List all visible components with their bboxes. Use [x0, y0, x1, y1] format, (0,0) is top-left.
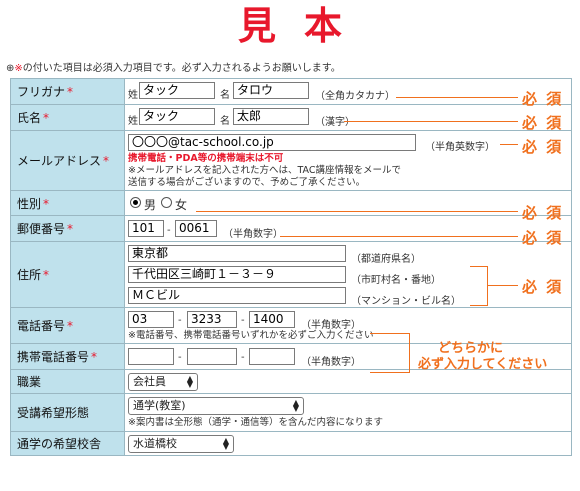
label-address: 住所*	[10, 241, 125, 308]
furigana-mei-input[interactable]: タロウ	[233, 82, 309, 99]
select-arrows-icon: ▲▼	[186, 374, 194, 389]
annotation-bracket	[409, 333, 410, 373]
mobile-input-3[interactable]	[249, 348, 295, 365]
gender-female-label: 女	[175, 198, 188, 212]
annotation-line	[370, 372, 410, 373]
required-annotation: 必 須	[522, 90, 564, 108]
address-pref-hint: （都道府県名）	[351, 254, 421, 265]
registration-form: フリガナ* 姓 タック 名 タロウ （全角カタカナ） 氏名* 姓 タック 名 太…	[10, 78, 572, 456]
label-phone: 電話番号*	[10, 307, 125, 344]
mobile-sep: -	[178, 352, 182, 363]
phone-sep: -	[178, 315, 182, 326]
notice-text: の付いた項目は必須入力項目です。必ず入力されるようお願いします。	[22, 63, 341, 74]
annotation-bracket	[470, 305, 487, 306]
job-selected: 会社員	[133, 375, 166, 388]
mobile-hint: （半角数字）	[301, 357, 361, 368]
title-char: 本	[304, 4, 343, 48]
required-annotation: 必 須	[522, 278, 564, 296]
gender-male-label: 男	[144, 198, 157, 212]
email-note-2: 送信する場合がございますので、予めご了承ください。	[128, 177, 366, 188]
name-hint: （漢字）	[315, 117, 355, 128]
label-campus: 通学の希望校舎	[10, 431, 125, 456]
annotation-line	[196, 211, 518, 212]
required-annotation: 必 須	[522, 114, 564, 132]
required-annotation: 必 須	[522, 138, 564, 156]
label-mobile: 携帯電話番号*	[10, 343, 125, 370]
annotation-line	[370, 333, 410, 334]
furigana-hint: （全角カタカナ）	[315, 91, 395, 102]
title-char: 見	[237, 4, 276, 48]
label-postal: 郵便番号*	[10, 215, 125, 242]
name-mei-input[interactable]: 太郎	[233, 108, 309, 125]
address-city-input[interactable]: 千代田区三崎町１－３－９	[128, 266, 346, 283]
email-hint: （半角英数字）	[425, 142, 495, 153]
email-warning: 携帯電話・PDA等の携帯端末は不可	[128, 153, 284, 164]
mobile-input-1[interactable]	[128, 348, 174, 365]
job-select[interactable]: 会社員 ▲▼	[128, 373, 198, 391]
notice-mark: ※	[14, 63, 23, 74]
annotation-line	[396, 97, 518, 98]
label-name: 氏名*	[10, 104, 125, 131]
mei-label: 名	[220, 90, 230, 101]
label-format: 受講希望形態	[10, 393, 125, 432]
email-note-1: ※メールアドレスを記入された方へは、TAC講座情報をメールで	[128, 165, 401, 176]
address-bldg-hint: （マンション・ビル名）	[351, 296, 461, 307]
format-selected: 通学(教室)	[133, 399, 186, 412]
phone-input-3[interactable]: 1400	[249, 311, 295, 328]
mobile-sep: -	[241, 352, 245, 363]
postal-input-2[interactable]: 0061	[175, 220, 217, 237]
email-input[interactable]: 〇〇〇@tac-school.co.jp	[128, 134, 416, 151]
either-annotation-line-2: 必ず入力してください	[418, 357, 548, 372]
postal-input-1[interactable]: 101	[128, 220, 164, 237]
address-pref-input[interactable]: 東京都	[128, 245, 346, 262]
sei-label: 姓	[128, 116, 138, 127]
campus-select[interactable]: 水道橋校 ▲▼	[128, 435, 234, 453]
mobile-input-2[interactable]	[187, 348, 237, 365]
address-city-hint: （市町村名・番地）	[351, 275, 441, 286]
phone-note: ※電話番号、携帯電話番号いずれかを必ずご入力ください	[128, 330, 374, 341]
format-note: ※案内書は全形態（通学・通信等）を含んだ内容になります	[128, 417, 383, 428]
notice-prefix: ⊕	[6, 63, 15, 74]
label-gender: 性別*	[10, 190, 125, 216]
campus-selected: 水道橋校	[133, 437, 177, 450]
sei-label: 姓	[128, 90, 138, 101]
format-select[interactable]: 通学(教室) ▲▼	[128, 397, 304, 415]
page-title: 見本	[0, 2, 580, 50]
required-notice: ⊕※の付いた項目は必須入力項目です。必ず入力されるようお願いします。	[6, 59, 341, 74]
annotation-line	[487, 285, 518, 286]
required-annotation: 必 須	[522, 229, 564, 247]
select-arrows-icon: ▲▼	[292, 398, 300, 413]
postal-sep: -	[167, 225, 171, 236]
name-sei-input[interactable]: タック	[139, 108, 215, 125]
gender-male-radio[interactable]	[130, 197, 141, 208]
select-arrows-icon: ▲▼	[222, 436, 230, 451]
label-job: 職業	[10, 369, 125, 394]
required-annotation: 必 須	[522, 204, 564, 222]
annotation-line	[280, 236, 518, 237]
phone-hint: （半角数字）	[301, 320, 361, 331]
gender-female-radio[interactable]	[161, 197, 172, 208]
label-email: メールアドレス*	[10, 130, 125, 191]
postal-hint: （半角数字）	[223, 229, 283, 240]
either-annotation-line-1: どちらかに	[438, 341, 504, 356]
annotation-bracket	[487, 266, 488, 306]
phone-sep: -	[241, 315, 245, 326]
phone-input-2[interactable]: 3233	[187, 311, 237, 328]
annotation-bracket	[470, 266, 487, 267]
annotation-line	[500, 144, 518, 145]
address-bldg-input[interactable]: ＭＣビル	[128, 287, 346, 304]
phone-input-1[interactable]: 03	[128, 311, 174, 328]
mei-label: 名	[220, 116, 230, 127]
furigana-sei-input[interactable]: タック	[139, 82, 215, 99]
annotation-line	[344, 121, 518, 122]
label-furigana: フリガナ*	[10, 78, 125, 105]
